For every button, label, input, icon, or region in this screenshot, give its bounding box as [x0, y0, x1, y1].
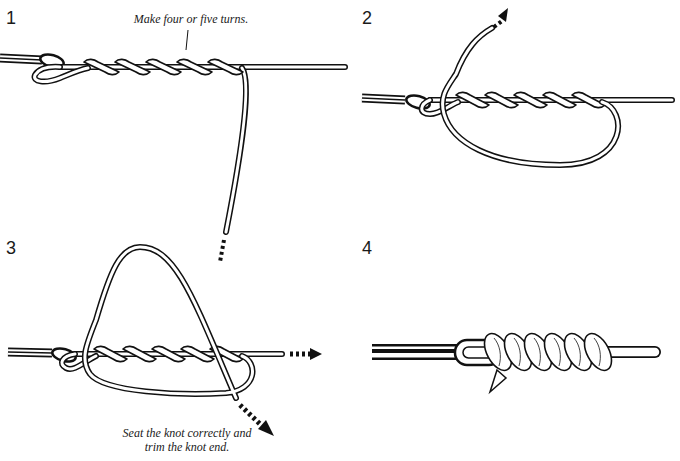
twist [543, 92, 576, 107]
twist [94, 346, 127, 361]
leader-line [186, 30, 188, 50]
arrowhead [310, 348, 322, 360]
twist [181, 346, 214, 361]
step-number: 1 [6, 8, 16, 28]
tag-end [220, 240, 224, 262]
twist [152, 346, 185, 361]
instruction-note: Seat the knot correctly and trim the kno… [112, 426, 262, 454]
twist [456, 92, 489, 107]
step-number: 2 [362, 8, 372, 28]
twist [115, 59, 150, 74]
arrowhead [498, 8, 508, 22]
step-number: 4 [362, 238, 372, 258]
coil-shade [514, 338, 520, 366]
arrowhead [258, 420, 274, 436]
twist [123, 346, 156, 361]
twists [84, 59, 243, 74]
coil-shade [594, 338, 600, 366]
coil [579, 329, 617, 375]
twist [84, 59, 119, 74]
hook-shank [8, 352, 52, 353]
knot-coils [479, 329, 617, 375]
hook-shank [362, 98, 405, 100]
coil-shade [574, 338, 580, 366]
step-number: 3 [6, 238, 16, 258]
hook-shank [0, 58, 42, 60]
twist [208, 59, 243, 74]
coil-shade [494, 338, 500, 366]
instruction-note: Make four or five turns. [116, 12, 266, 26]
coil-shade [534, 338, 540, 366]
coil-shade [554, 338, 560, 366]
panel-2 [362, 8, 672, 165]
twists [456, 92, 605, 107]
panel-4 [372, 329, 655, 392]
panel-1 [0, 30, 345, 262]
twist [514, 92, 547, 107]
tag-end [490, 370, 506, 392]
twist [177, 59, 212, 74]
twist [485, 92, 518, 107]
panel-3 [8, 247, 322, 436]
twist [146, 59, 181, 74]
